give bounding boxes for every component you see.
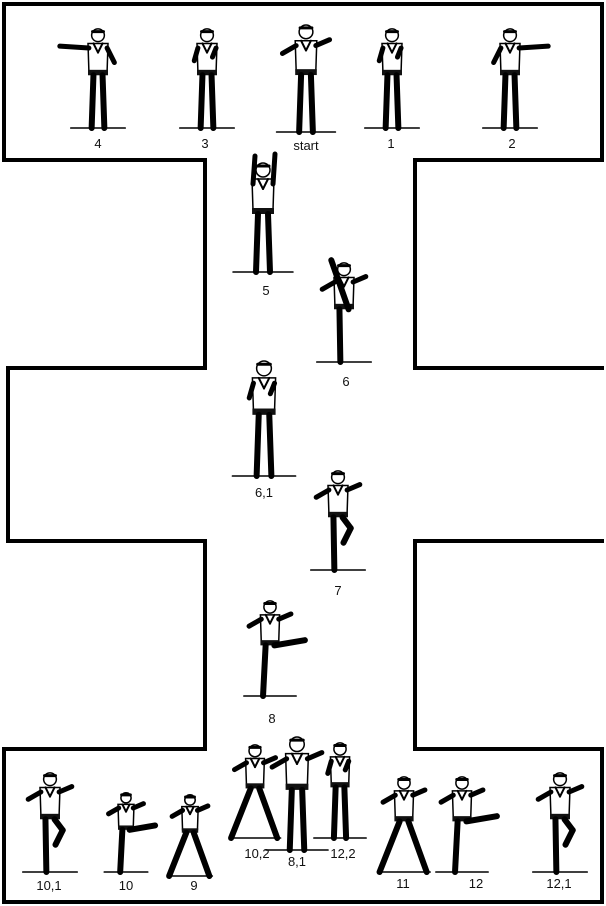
figure-step-3 [180, 29, 235, 128]
figure-step-6 [317, 260, 372, 362]
step-label-11: 11 [373, 877, 433, 891]
figure-step-10-1 [23, 773, 78, 872]
figure-step-6-1 [232, 361, 295, 476]
figure-start [277, 25, 336, 132]
figure-step-2 [483, 29, 548, 128]
figure-step-12 [436, 777, 497, 872]
figure-step-11 [378, 777, 430, 872]
step-label-2: 2 [482, 137, 542, 151]
step-label-3: 3 [175, 137, 235, 151]
step-label-10: 10 [96, 879, 156, 893]
step-label-start: start [276, 139, 336, 153]
step-label-8: 8 [242, 712, 302, 726]
step-label-6-1: 6,1 [234, 486, 294, 500]
step-label-10-1: 10,1 [19, 879, 79, 893]
figure-step-5 [233, 154, 293, 272]
step-label-4: 4 [68, 137, 128, 151]
step-label-9: 9 [164, 879, 224, 893]
figure-step-9 [168, 795, 213, 876]
figure-step-12-2 [314, 743, 366, 838]
step-label-5: 5 [236, 284, 296, 298]
step-label-6: 6 [316, 375, 376, 389]
figure-step-10-2 [229, 745, 280, 838]
figure-step-12-1 [533, 773, 588, 872]
step-label-7: 7 [308, 584, 368, 598]
step-label-1: 1 [361, 137, 421, 151]
step-label-12-2: 12,2 [313, 847, 373, 861]
step-label-12-1: 12,1 [529, 877, 589, 891]
figure-step-1 [365, 29, 420, 128]
step-label-12: 12 [446, 877, 506, 891]
figure-step-4 [60, 29, 125, 128]
figure-step-7 [311, 471, 366, 570]
figure-step-8 [244, 601, 305, 696]
figure-step-10 [104, 793, 155, 872]
